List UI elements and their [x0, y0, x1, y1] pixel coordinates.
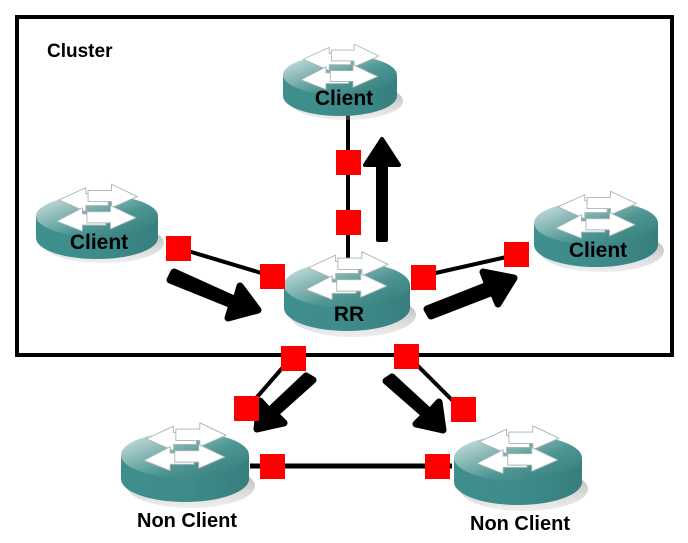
node-client-top[interactable]: Client [283, 43, 403, 120]
node-label-client-left: Client [70, 231, 128, 254]
flow-arrow-to-client-right [423, 268, 518, 320]
node-nonclient-right[interactable]: Non Client [454, 425, 588, 535]
node-label-client-right: Client [569, 239, 627, 262]
node-client-right[interactable]: Client [534, 190, 664, 272]
session-marker[interactable] [451, 397, 476, 422]
flow-arrow-from-client-left [166, 268, 262, 322]
flow-arrow-to-nonclient-right [382, 373, 447, 434]
flow-arrows [166, 137, 518, 434]
session-marker[interactable] [234, 396, 259, 421]
node-label-nonclient-left: Non Client [137, 510, 237, 532]
session-marker[interactable] [411, 265, 436, 290]
session-marker[interactable] [336, 210, 361, 235]
session-marker[interactable] [281, 346, 306, 371]
node-label-client-top: Client [315, 87, 373, 110]
node-client-left[interactable]: Client [36, 183, 164, 263]
session-marker[interactable] [166, 236, 191, 261]
cluster-label: Cluster [47, 41, 113, 62]
flow-arrow-to-nonclient-left [253, 372, 317, 433]
cluster-boundary-box [15, 15, 674, 357]
session-marker[interactable] [425, 454, 450, 479]
session-marker[interactable] [394, 344, 419, 369]
flow-arrow-up-to-client-top [363, 137, 401, 242]
bgp-session-markers [166, 150, 529, 479]
node-label-nonclient-right: Non Client [470, 513, 570, 535]
session-marker[interactable] [336, 150, 361, 175]
session-marker[interactable] [504, 242, 529, 267]
node-nonclient-left[interactable]: Non Client [121, 422, 255, 532]
session-marker[interactable] [260, 454, 285, 479]
node-rr-center[interactable]: RR [284, 251, 416, 337]
session-marker[interactable] [260, 264, 285, 289]
node-label-rr: RR [334, 303, 364, 326]
